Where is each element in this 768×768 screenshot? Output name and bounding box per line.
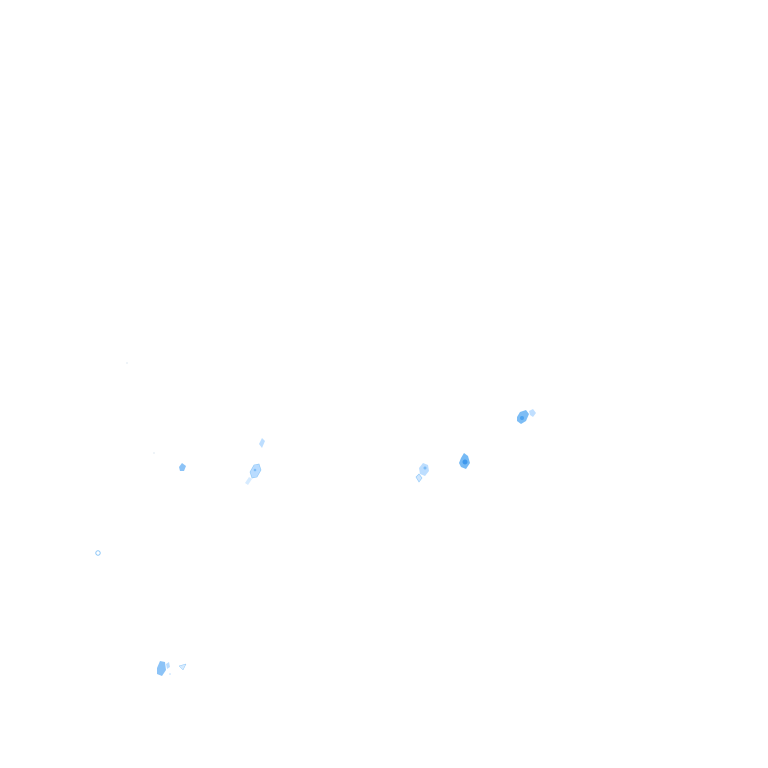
echo-cluster-left-center-tail	[245, 477, 252, 485]
echo-cluster-left-center	[245, 438, 265, 485]
echo-speck-mid-left	[153, 452, 155, 454]
echo-cluster-center-core	[423, 466, 427, 470]
echo-cluster-left-center-top	[259, 438, 265, 448]
echo-cluster-left	[179, 463, 186, 471]
echo-cluster-left-main	[179, 463, 186, 471]
echo-cluster-east	[517, 409, 536, 424]
echo-cluster-lower-left-side	[166, 662, 170, 669]
echo-cluster-center-tail	[415, 473, 423, 483]
echo-cluster-center-right-core	[462, 459, 468, 465]
echo-cluster-left-center-core	[253, 468, 257, 472]
echo-cluster-center	[415, 463, 429, 483]
echo-cluster-east-core	[520, 416, 524, 420]
echo-cluster-east-side	[529, 409, 536, 417]
echo-cluster-lower-left	[157, 661, 187, 676]
echo-cluster-lower-left-dot	[169, 673, 171, 675]
echo-cluster-lower-left-main	[157, 661, 166, 676]
echo-ring-left	[95, 550, 101, 556]
echo-speck-upper-left	[126, 362, 128, 364]
echo-cluster-lower-left-tail	[178, 663, 187, 671]
echo-cluster-center-right	[459, 453, 470, 469]
echo-cluster-center-main	[419, 463, 429, 476]
